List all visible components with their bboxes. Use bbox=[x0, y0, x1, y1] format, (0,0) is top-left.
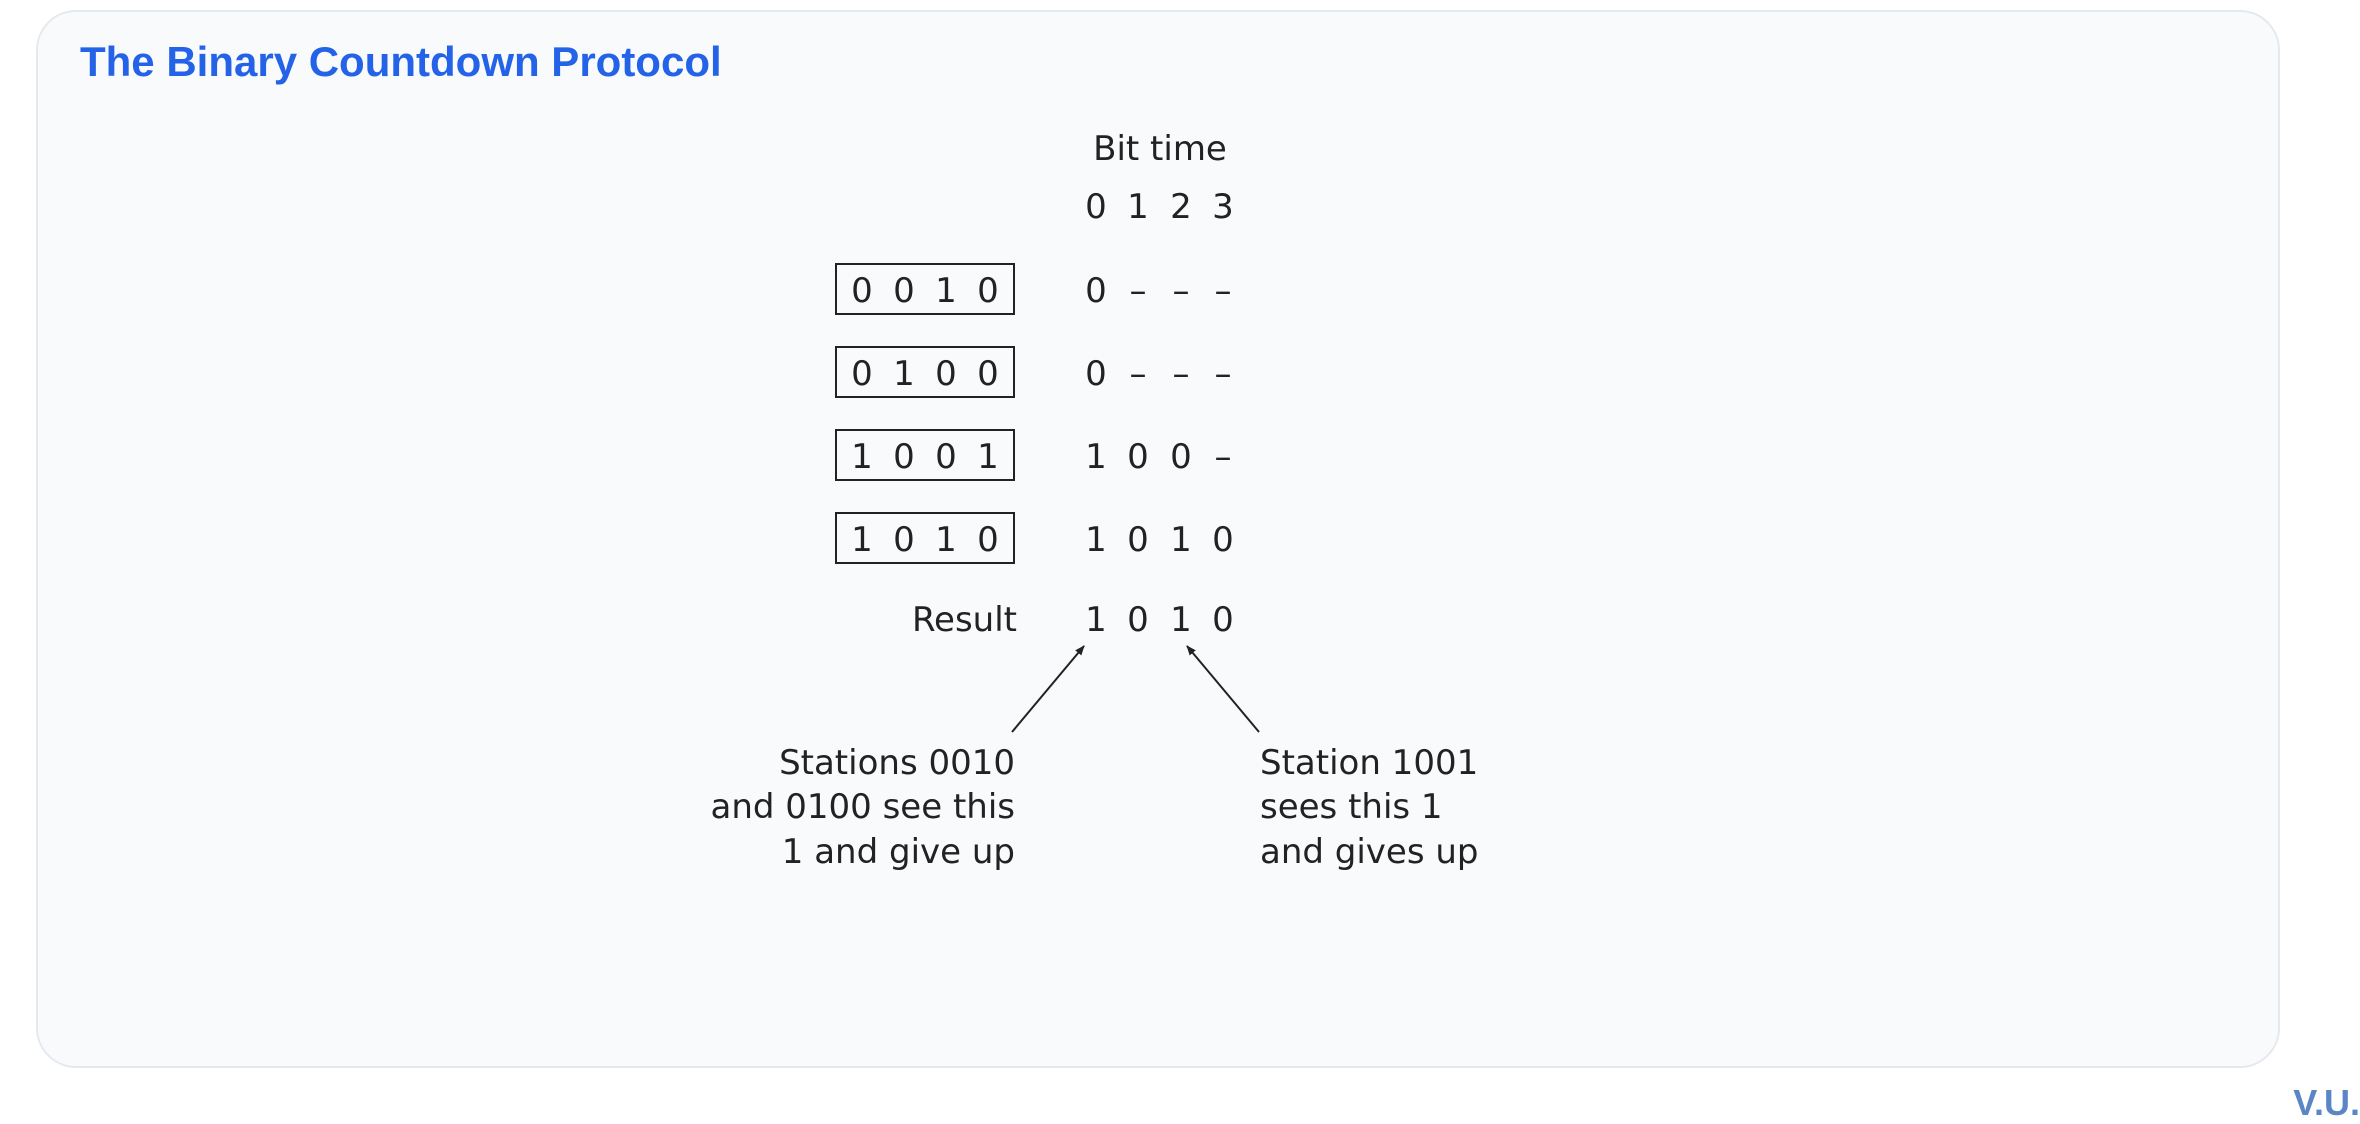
output-bit: – bbox=[1173, 271, 1190, 311]
station-bit: 1 bbox=[851, 437, 873, 477]
annotation-right-line: Station 1001 bbox=[1260, 743, 1478, 783]
output-bit: 0 bbox=[1085, 354, 1107, 394]
station-bit: 1 bbox=[893, 354, 915, 394]
output-bit: – bbox=[1215, 437, 1232, 477]
station-bit: 0 bbox=[977, 271, 999, 311]
output-bit: – bbox=[1215, 354, 1232, 394]
station-bit: 1 bbox=[935, 271, 957, 311]
station-bit: 0 bbox=[935, 437, 957, 477]
annotation-right-line: sees this 1 bbox=[1260, 787, 1443, 827]
station-bit: 0 bbox=[851, 271, 873, 311]
footer-logo-text: V.U. bbox=[2293, 1082, 2360, 1123]
output-bit: – bbox=[1215, 271, 1232, 311]
arrow-left bbox=[1011, 645, 1085, 733]
output-bit: – bbox=[1130, 271, 1147, 311]
annotation-left: Stations 0010 and 0100 see this 1 and gi… bbox=[710, 743, 1015, 872]
annotation-left-line: 1 and give up bbox=[782, 832, 1015, 872]
station-bit: 0 bbox=[893, 437, 915, 477]
output-bit: 0 bbox=[1170, 437, 1192, 477]
result-bit: 1 bbox=[1170, 600, 1192, 640]
station-bit: 0 bbox=[935, 354, 957, 394]
result-label: Result bbox=[912, 600, 1017, 640]
output-bit: 1 bbox=[1085, 520, 1107, 560]
slide-card bbox=[36, 10, 2280, 1068]
output-bit: – bbox=[1130, 354, 1147, 394]
bit-position-label: 2 bbox=[1170, 187, 1192, 227]
station-bit: 0 bbox=[977, 354, 999, 394]
output-bit: 0 bbox=[1127, 437, 1149, 477]
result-bit: 0 bbox=[1127, 600, 1149, 640]
bit-time-label: Bit time bbox=[1093, 129, 1227, 169]
station-bit: 0 bbox=[893, 520, 915, 560]
station-bit: 0 bbox=[851, 354, 873, 394]
station-id-box bbox=[835, 429, 1015, 481]
station-id-box bbox=[835, 346, 1015, 398]
result-bit: 0 bbox=[1212, 600, 1234, 640]
station-id-box bbox=[835, 512, 1015, 564]
annotation-right-line: and gives up bbox=[1260, 832, 1479, 872]
slide-title: The Binary Countdown Protocol bbox=[80, 38, 722, 85]
station-bit: 1 bbox=[977, 437, 999, 477]
annotation-right: Station 1001 sees this 1 and gives up bbox=[1260, 743, 1479, 872]
output-bit: 0 bbox=[1085, 271, 1107, 311]
station-bit: 1 bbox=[935, 520, 957, 560]
station-bit: 0 bbox=[977, 520, 999, 560]
bit-position-label: 3 bbox=[1212, 187, 1234, 227]
result-bit: 1 bbox=[1085, 600, 1107, 640]
bit-position-label: 1 bbox=[1127, 187, 1149, 227]
output-bit: 1 bbox=[1170, 520, 1192, 560]
output-bit: 1 bbox=[1085, 437, 1107, 477]
output-bit: 0 bbox=[1212, 520, 1234, 560]
station-id-box bbox=[835, 263, 1015, 315]
output-bit: 0 bbox=[1127, 520, 1149, 560]
annotation-left-line: Stations 0010 bbox=[779, 743, 1015, 783]
bit-position-label: 0 bbox=[1085, 187, 1107, 227]
annotation-left-line: and 0100 see this bbox=[710, 787, 1015, 827]
output-bit: – bbox=[1173, 354, 1190, 394]
station-bit: 0 bbox=[893, 271, 915, 311]
arrow-right bbox=[1186, 645, 1260, 733]
station-bit: 1 bbox=[851, 520, 873, 560]
